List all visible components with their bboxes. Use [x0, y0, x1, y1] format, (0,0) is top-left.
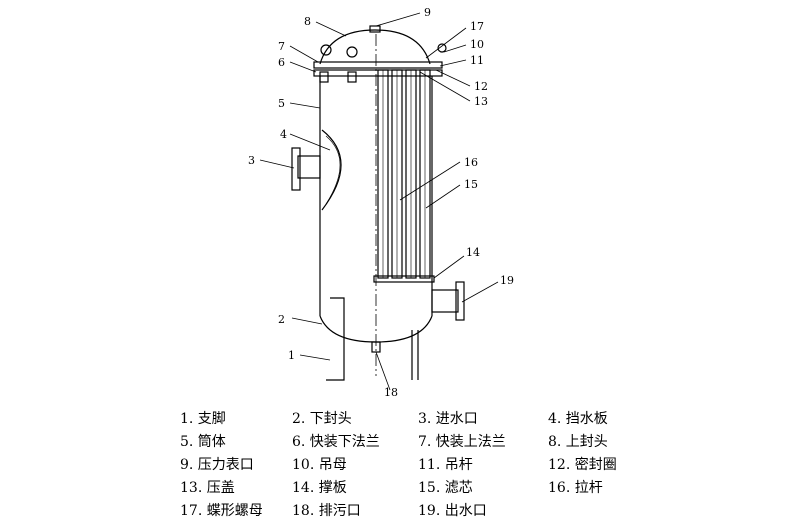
leader-4 [289, 133, 331, 151]
clamp-mid [347, 71, 357, 83]
legend-item-5: 5. 筒体 [180, 434, 226, 450]
lifting-eye-left [320, 44, 332, 56]
outlet-pipe [431, 289, 459, 313]
callout-7: 7 [278, 40, 285, 53]
callout-4: 4 [280, 128, 287, 141]
callout-16: 16 [464, 156, 478, 169]
leader-1 [299, 354, 331, 361]
leader-lines [259, 12, 499, 391]
callout-3: 3 [248, 154, 255, 167]
water-baffle-inner [325, 135, 341, 205]
callout-9: 9 [424, 6, 431, 19]
legend-item-7: 7. 快装上法兰 [418, 434, 506, 450]
leader-2 [291, 317, 323, 325]
leader-5 [289, 102, 321, 109]
clamp-left [319, 71, 329, 83]
support-leg-left [326, 297, 345, 381]
drawing-lines [291, 25, 465, 381]
inlet-pipe [297, 155, 321, 179]
callout-13: 13 [474, 95, 488, 108]
lifting-eye-mid [346, 46, 358, 58]
leader-15 [425, 184, 461, 209]
leader-19 [461, 281, 499, 303]
leader-3 [259, 159, 295, 169]
legend-item-2: 2. 下封头 [292, 411, 352, 427]
leader-9 [375, 12, 421, 27]
leader-10 [443, 44, 467, 53]
legend-item-6: 6. 快装下法兰 [292, 434, 380, 450]
legend-item-3: 3. 进水口 [418, 411, 478, 427]
leader-13 [419, 71, 471, 102]
callout-18: 18 [384, 386, 398, 399]
outlet-flange [455, 281, 465, 321]
legend-item-10: 10. 吊母 [292, 457, 347, 473]
leader-16 [399, 161, 461, 201]
inlet-flange [291, 147, 301, 191]
callout-6: 6 [278, 56, 285, 69]
leader-12 [435, 69, 471, 87]
leader-6 [289, 61, 317, 73]
legend-item-18: 18. 排污口 [292, 503, 361, 519]
legend-item-8: 8. 上封头 [548, 434, 608, 450]
support-plate [373, 275, 435, 283]
leader-14 [433, 255, 465, 279]
legend-item-1: 1. 支脚 [180, 411, 226, 427]
callout-12: 12 [474, 80, 488, 93]
legend-item-14: 14. 撑板 [292, 480, 347, 496]
callout-11: 11 [470, 54, 484, 67]
callout-17: 17 [470, 20, 484, 33]
upper-quick-flange [313, 61, 443, 69]
callout-19: 19 [500, 274, 514, 287]
pressure-gauge-port [369, 25, 381, 33]
legend-item-15: 15. 滤芯 [418, 480, 473, 496]
callout-2: 2 [278, 313, 285, 326]
legend-item-11: 11. 吊杆 [418, 457, 473, 473]
leader-18 [375, 351, 391, 391]
leader-7 [289, 45, 319, 63]
leader-17 [425, 27, 467, 59]
callout-5: 5 [278, 97, 285, 110]
legend-item-16: 16. 拉杆 [548, 480, 603, 496]
legend-item-19: 19. 出水口 [418, 503, 487, 519]
legend-item-13: 13. 压盖 [180, 480, 235, 496]
callout-14: 14 [466, 246, 480, 259]
callout-1: 1 [288, 349, 295, 362]
legend-item-4: 4. 挡水板 [548, 411, 608, 427]
legend-item-12: 12. 密封圈 [548, 457, 617, 473]
callout-15: 15 [464, 178, 478, 191]
water-baffle [321, 129, 342, 211]
lifting-eye-right [437, 43, 447, 53]
leader-8 [315, 21, 347, 37]
upper-head-outline [319, 29, 431, 65]
leader-11 [439, 59, 467, 67]
callout-8: 8 [304, 15, 311, 28]
legend-item-17: 17. 蝶形螺母 [180, 503, 263, 519]
legend-item-9: 9. 压力表口 [180, 457, 254, 473]
callout-10: 10 [470, 38, 484, 51]
